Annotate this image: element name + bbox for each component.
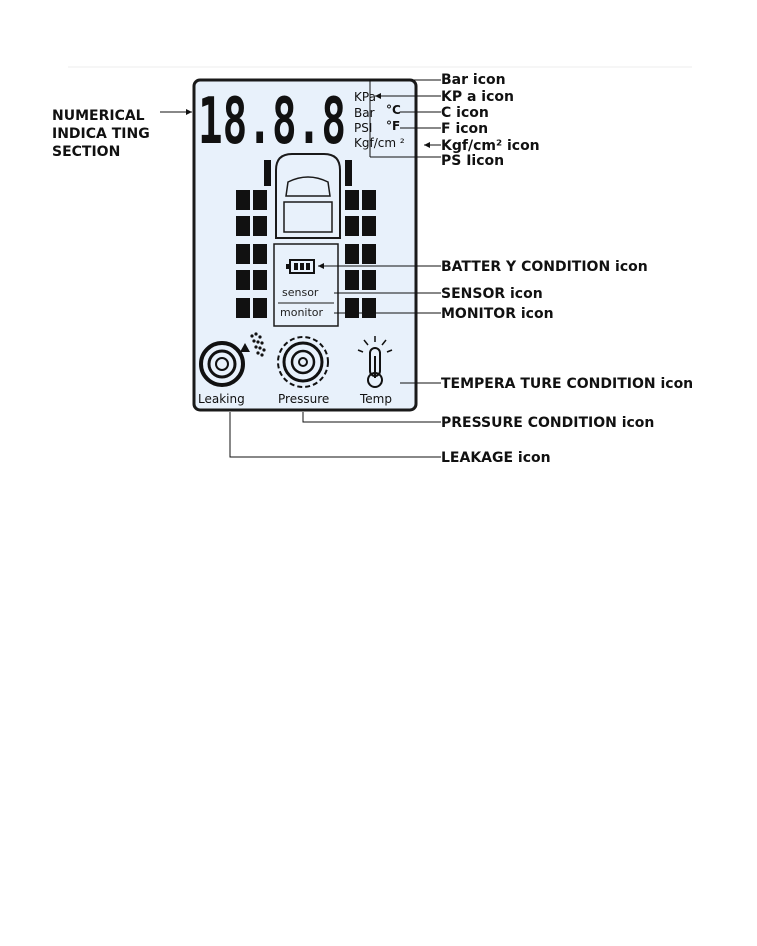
unit-kpa: KPa: [354, 90, 376, 104]
callout-sensor: SENSOR icon: [441, 286, 543, 302]
monitor-label: monitor: [280, 306, 324, 319]
callout-numerical-2: INDICA TING: [52, 126, 150, 142]
callout-bar-icon: Bar icon: [441, 72, 506, 88]
callout-f-icon: F icon: [441, 121, 488, 137]
unit-fahrenheit: °F: [386, 119, 400, 133]
leaking-label: Leaking: [198, 392, 245, 406]
callout-numerical-1: NUMERICAL: [52, 108, 145, 124]
callout-psi-icon: PS Iicon: [441, 153, 504, 169]
callout-c-icon: C icon: [441, 105, 489, 121]
unit-kgf: Kgf/cm ²: [354, 136, 405, 150]
sensor-label: sensor: [282, 286, 319, 299]
callout-temperature: TEMPERA TURE CONDITION icon: [441, 376, 693, 392]
callout-monitor: MONITOR icon: [441, 306, 554, 322]
unit-bar: Bar: [354, 106, 375, 120]
pressure-label: Pressure: [278, 392, 329, 406]
callout-pressure: PRESSURE CONDITION icon: [441, 415, 654, 431]
callout-battery: BATTER Y CONDITION icon: [441, 259, 648, 275]
numerical-digits: 18.8.8: [198, 85, 346, 159]
callout-kgf-icon: Kgf/cm² icon: [441, 138, 540, 154]
callout-kpa-icon: KP a icon: [441, 89, 514, 105]
callout-leakage: LEAKAGE icon: [441, 450, 551, 466]
callout-numerical-3: SECTION: [52, 144, 120, 160]
temp-label: Temp: [359, 392, 392, 406]
unit-celsius: °C: [386, 103, 401, 117]
